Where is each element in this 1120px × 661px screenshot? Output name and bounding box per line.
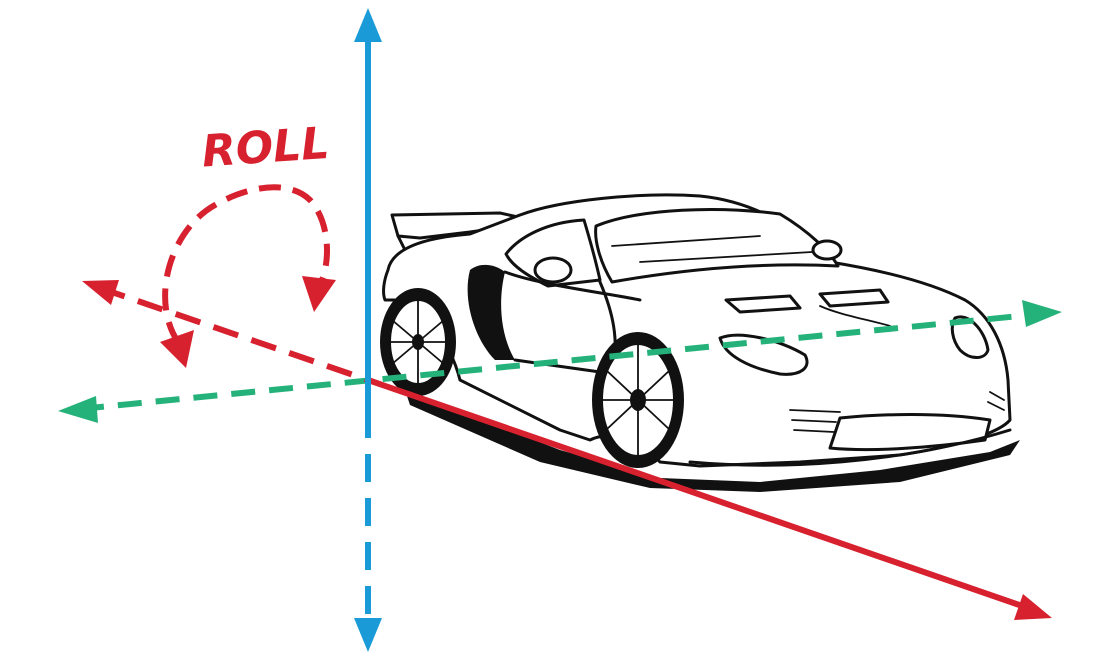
vertical-axis-arrowhead-bottom [354,618,382,652]
car-headlight-right [950,315,990,359]
car-hood-scoop [724,294,802,314]
lateral-axis [58,300,1062,423]
lateral-axis-arrowhead-right [1022,300,1062,327]
car-side-intake [467,264,515,360]
car-front-wheel [592,332,684,468]
roll-label: ROLL [200,118,331,178]
car-mirror [533,256,573,284]
car-side-window [504,218,602,288]
car-front-grille [828,413,992,452]
sports-car-icon [380,193,1020,492]
roll-arrowhead-right [302,276,336,312]
car-shadow [405,390,1020,492]
car-windshield [594,208,840,284]
rotation-arrow-icon [160,184,336,368]
roll-arrowhead-left [160,330,194,368]
lateral-axis-arrowhead-left [58,396,98,423]
roll-axis-arrowhead-front [1014,594,1052,620]
roll-axis-arrowhead-back [82,280,119,305]
roll-axis [82,280,1052,620]
vertical-axis [354,8,382,652]
vertical-axis-arrowhead-top [354,8,382,42]
car-rear-wheel [380,288,456,396]
